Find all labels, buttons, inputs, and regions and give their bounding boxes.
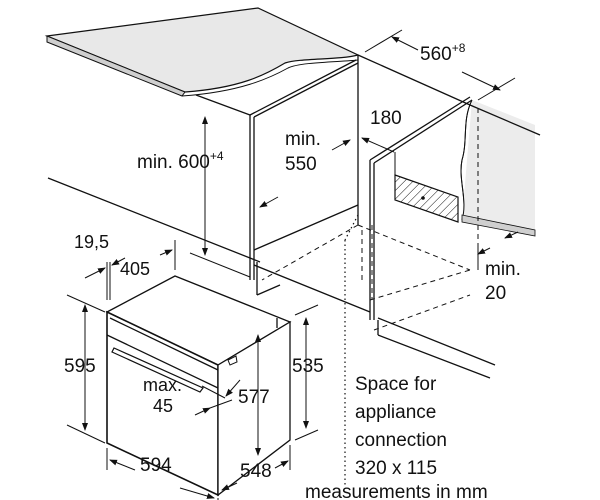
niche-height-label: min. 600+4 [137, 149, 224, 173]
max-label-line1: max. [143, 375, 182, 395]
left-cabinet [47, 55, 371, 313]
connection-offset-label: 180 [370, 108, 402, 129]
space-note-line1: Space for [355, 374, 437, 395]
niche-depth-label-line1: min. [285, 129, 321, 150]
front-height-label: 595 [64, 356, 96, 377]
side-depth-label: 548 [240, 461, 272, 482]
side-height-label: 535 [292, 356, 324, 377]
countertop [44, 7, 471, 106]
niche-width-label: 560+8 [420, 41, 466, 65]
niche-depth-label-line2: 550 [285, 154, 317, 175]
front-width-label: 594 [140, 455, 172, 476]
space-note-line4: 320 x 115 [355, 458, 437, 479]
space-note-line3: connection [355, 430, 447, 451]
front-panel-label: 19,5 [74, 232, 109, 252]
max-label-line2: 45 [153, 396, 173, 416]
dimension-lines [66, 29, 519, 500]
top-depth-label: 405 [120, 259, 150, 279]
inner-height-label: 577 [238, 387, 270, 408]
gap-label-line2: 20 [485, 283, 506, 304]
right-cabinet [261, 96, 541, 485]
space-note-line2: appliance [355, 402, 436, 423]
gap-label-line1: min. [485, 259, 521, 280]
oven [105, 275, 292, 497]
units-note: measurements in mm [305, 482, 488, 500]
